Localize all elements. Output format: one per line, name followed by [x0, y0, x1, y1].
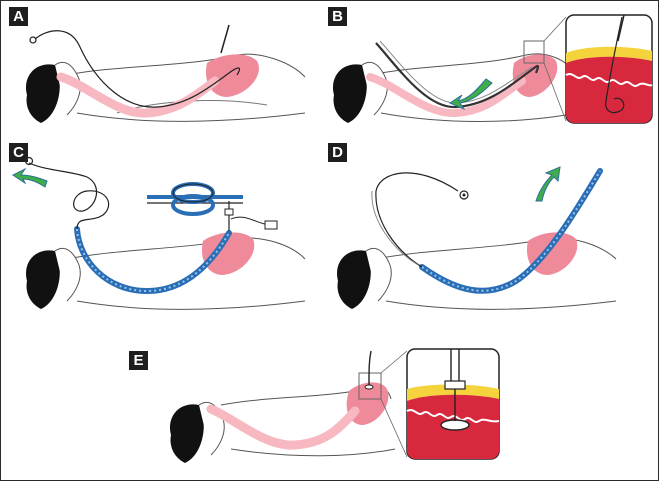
zoom-line-top [544, 17, 566, 41]
green-arrow [13, 169, 47, 187]
blue-tube-texture [422, 171, 600, 291]
panel-a-illustration [7, 5, 307, 141]
internal-bumper [441, 420, 469, 430]
esophagus-tube [370, 77, 522, 113]
blue-tube [422, 171, 600, 291]
panel-e: E [125, 345, 505, 481]
panel-c: C [7, 141, 307, 331]
panel-c-illustration [7, 141, 307, 331]
panel-d-illustration [326, 141, 656, 331]
inset-detail [407, 349, 499, 459]
inset-detail [566, 15, 652, 123]
head-hair [26, 250, 60, 309]
head-hair [170, 404, 204, 463]
green-arrow [536, 167, 560, 201]
head-hair [337, 250, 371, 309]
panel-b-illustration [326, 5, 656, 141]
needle [221, 25, 229, 53]
zoom-line-top [381, 351, 407, 373]
g-tube [369, 351, 371, 385]
wire-loop-end [30, 37, 36, 43]
wire-loops [29, 163, 109, 229]
panel-d: D [326, 141, 656, 331]
body-outline [376, 238, 616, 309]
esophagus-tube [211, 409, 355, 445]
bumper-device [225, 201, 277, 231]
stomach [206, 54, 259, 97]
external-bolster [445, 381, 465, 389]
zoom-line-bottom [381, 399, 407, 457]
panel-b: B [326, 5, 656, 141]
head-hair [333, 64, 367, 123]
panel-a: A [7, 5, 307, 141]
head-hair [26, 64, 60, 123]
body-outline [67, 54, 305, 121]
blue-tube [77, 229, 229, 291]
tissue-layer [566, 57, 652, 123]
panel-e-illustration [125, 345, 505, 481]
